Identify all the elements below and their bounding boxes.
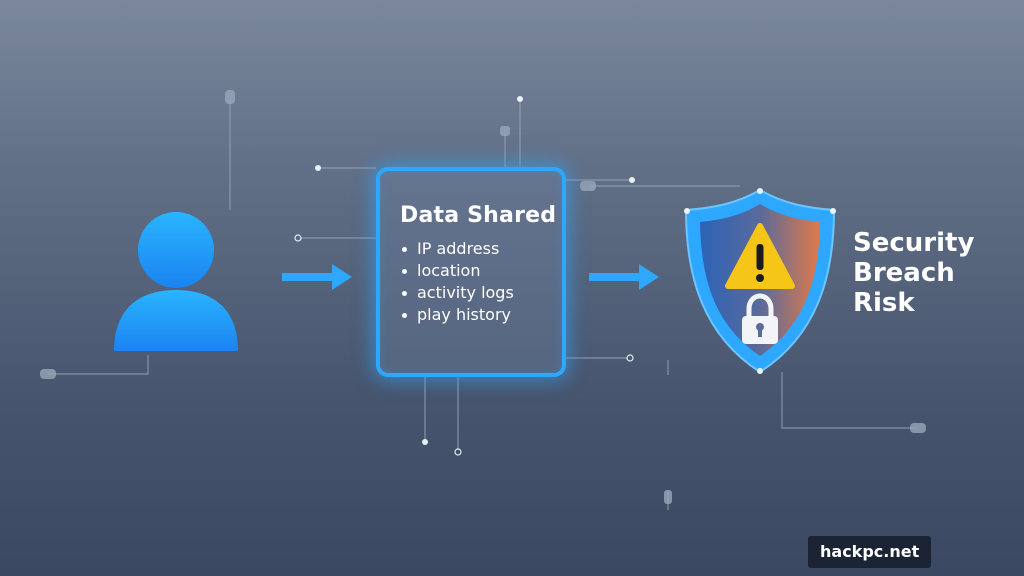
- padlock-icon: [742, 293, 778, 344]
- bullet-icon: [402, 268, 407, 274]
- security-breach-risk-label: Security Breach Risk: [853, 228, 975, 318]
- data-shared-box: Data Shared IP address location activity…: [376, 167, 566, 377]
- data-shared-list: IP address location activity logs play h…: [398, 238, 562, 326]
- list-item: location: [398, 260, 562, 282]
- user-silhouette-icon: [114, 212, 238, 351]
- shield-icon: [684, 188, 836, 374]
- bullet-icon: [402, 290, 407, 296]
- list-item: IP address: [398, 238, 562, 260]
- list-item: activity logs: [398, 282, 562, 304]
- arrow-right-icon: [282, 264, 352, 290]
- site-watermark: hackpc.net: [808, 536, 932, 568]
- warning-triangle-icon: [725, 223, 795, 289]
- arrow-right-icon: [589, 264, 659, 290]
- data-shared-title: Data Shared: [400, 203, 557, 228]
- bullet-icon: [402, 246, 407, 252]
- list-item: play history: [398, 304, 562, 326]
- bullet-icon: [402, 312, 407, 318]
